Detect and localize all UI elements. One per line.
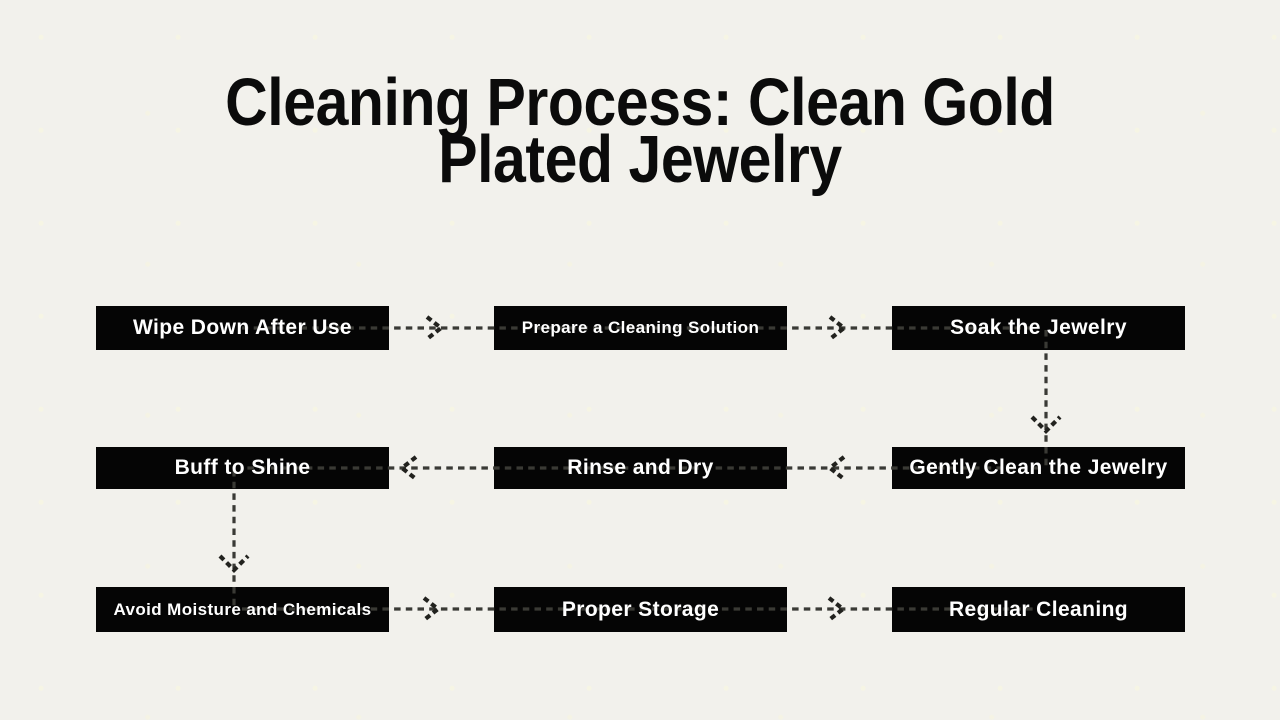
arrowhead-right-icon [828,315,848,341]
arrowhead-right-icon [827,596,847,622]
step-label: Avoid Moisture and Chemicals [113,599,372,619]
step-box-proper-storage: Proper Storage [494,587,787,632]
page-title-line-1: Cleaning Process: Clean Gold [225,65,1055,140]
step-label: Regular Cleaning [948,597,1129,621]
arrowhead-down-icon [1030,415,1062,434]
step-label: Wipe Down After Use [133,316,352,339]
step-box-avoid-moisture-and-chemicals: Avoid Moisture and Chemicals [96,587,389,632]
step-label: Buff to Shine [174,456,311,479]
step-label: Soak the Jewelry [950,316,1127,339]
step-label: Gently Clean the Jewelry [909,456,1168,479]
step-label: Proper Storage [561,597,720,621]
arrowhead-right-icon [422,596,442,622]
step-box-prepare-a-cleaning-solution: Prepare a Cleaning Solution [494,306,787,350]
step-label: Rinse and Dry [567,456,714,479]
step-box-buff-to-shine: Buff to Shine [96,447,389,489]
arrowhead-right-icon [425,315,445,341]
page-title-line-2: Plated Jewelry [438,122,842,197]
arrowhead-down-icon [218,554,250,573]
step-box-regular-cleaning: Regular Cleaning [892,587,1185,632]
arrowhead-left-icon [398,455,418,481]
page-title: Cleaning Process: Clean Gold Plated Jewe… [77,65,1203,197]
arrowhead-left-icon [826,455,846,481]
step-box-rinse-and-dry: Rinse and Dry [494,447,787,489]
step-box-gently-clean-the-jewelry: Gently Clean the Jewelry [892,447,1185,489]
step-box-soak-the-jewelry: Soak the Jewelry [892,306,1185,350]
step-label: Prepare a Cleaning Solution [521,318,760,337]
step-box-wipe-down-after-use: Wipe Down After Use [96,306,389,350]
